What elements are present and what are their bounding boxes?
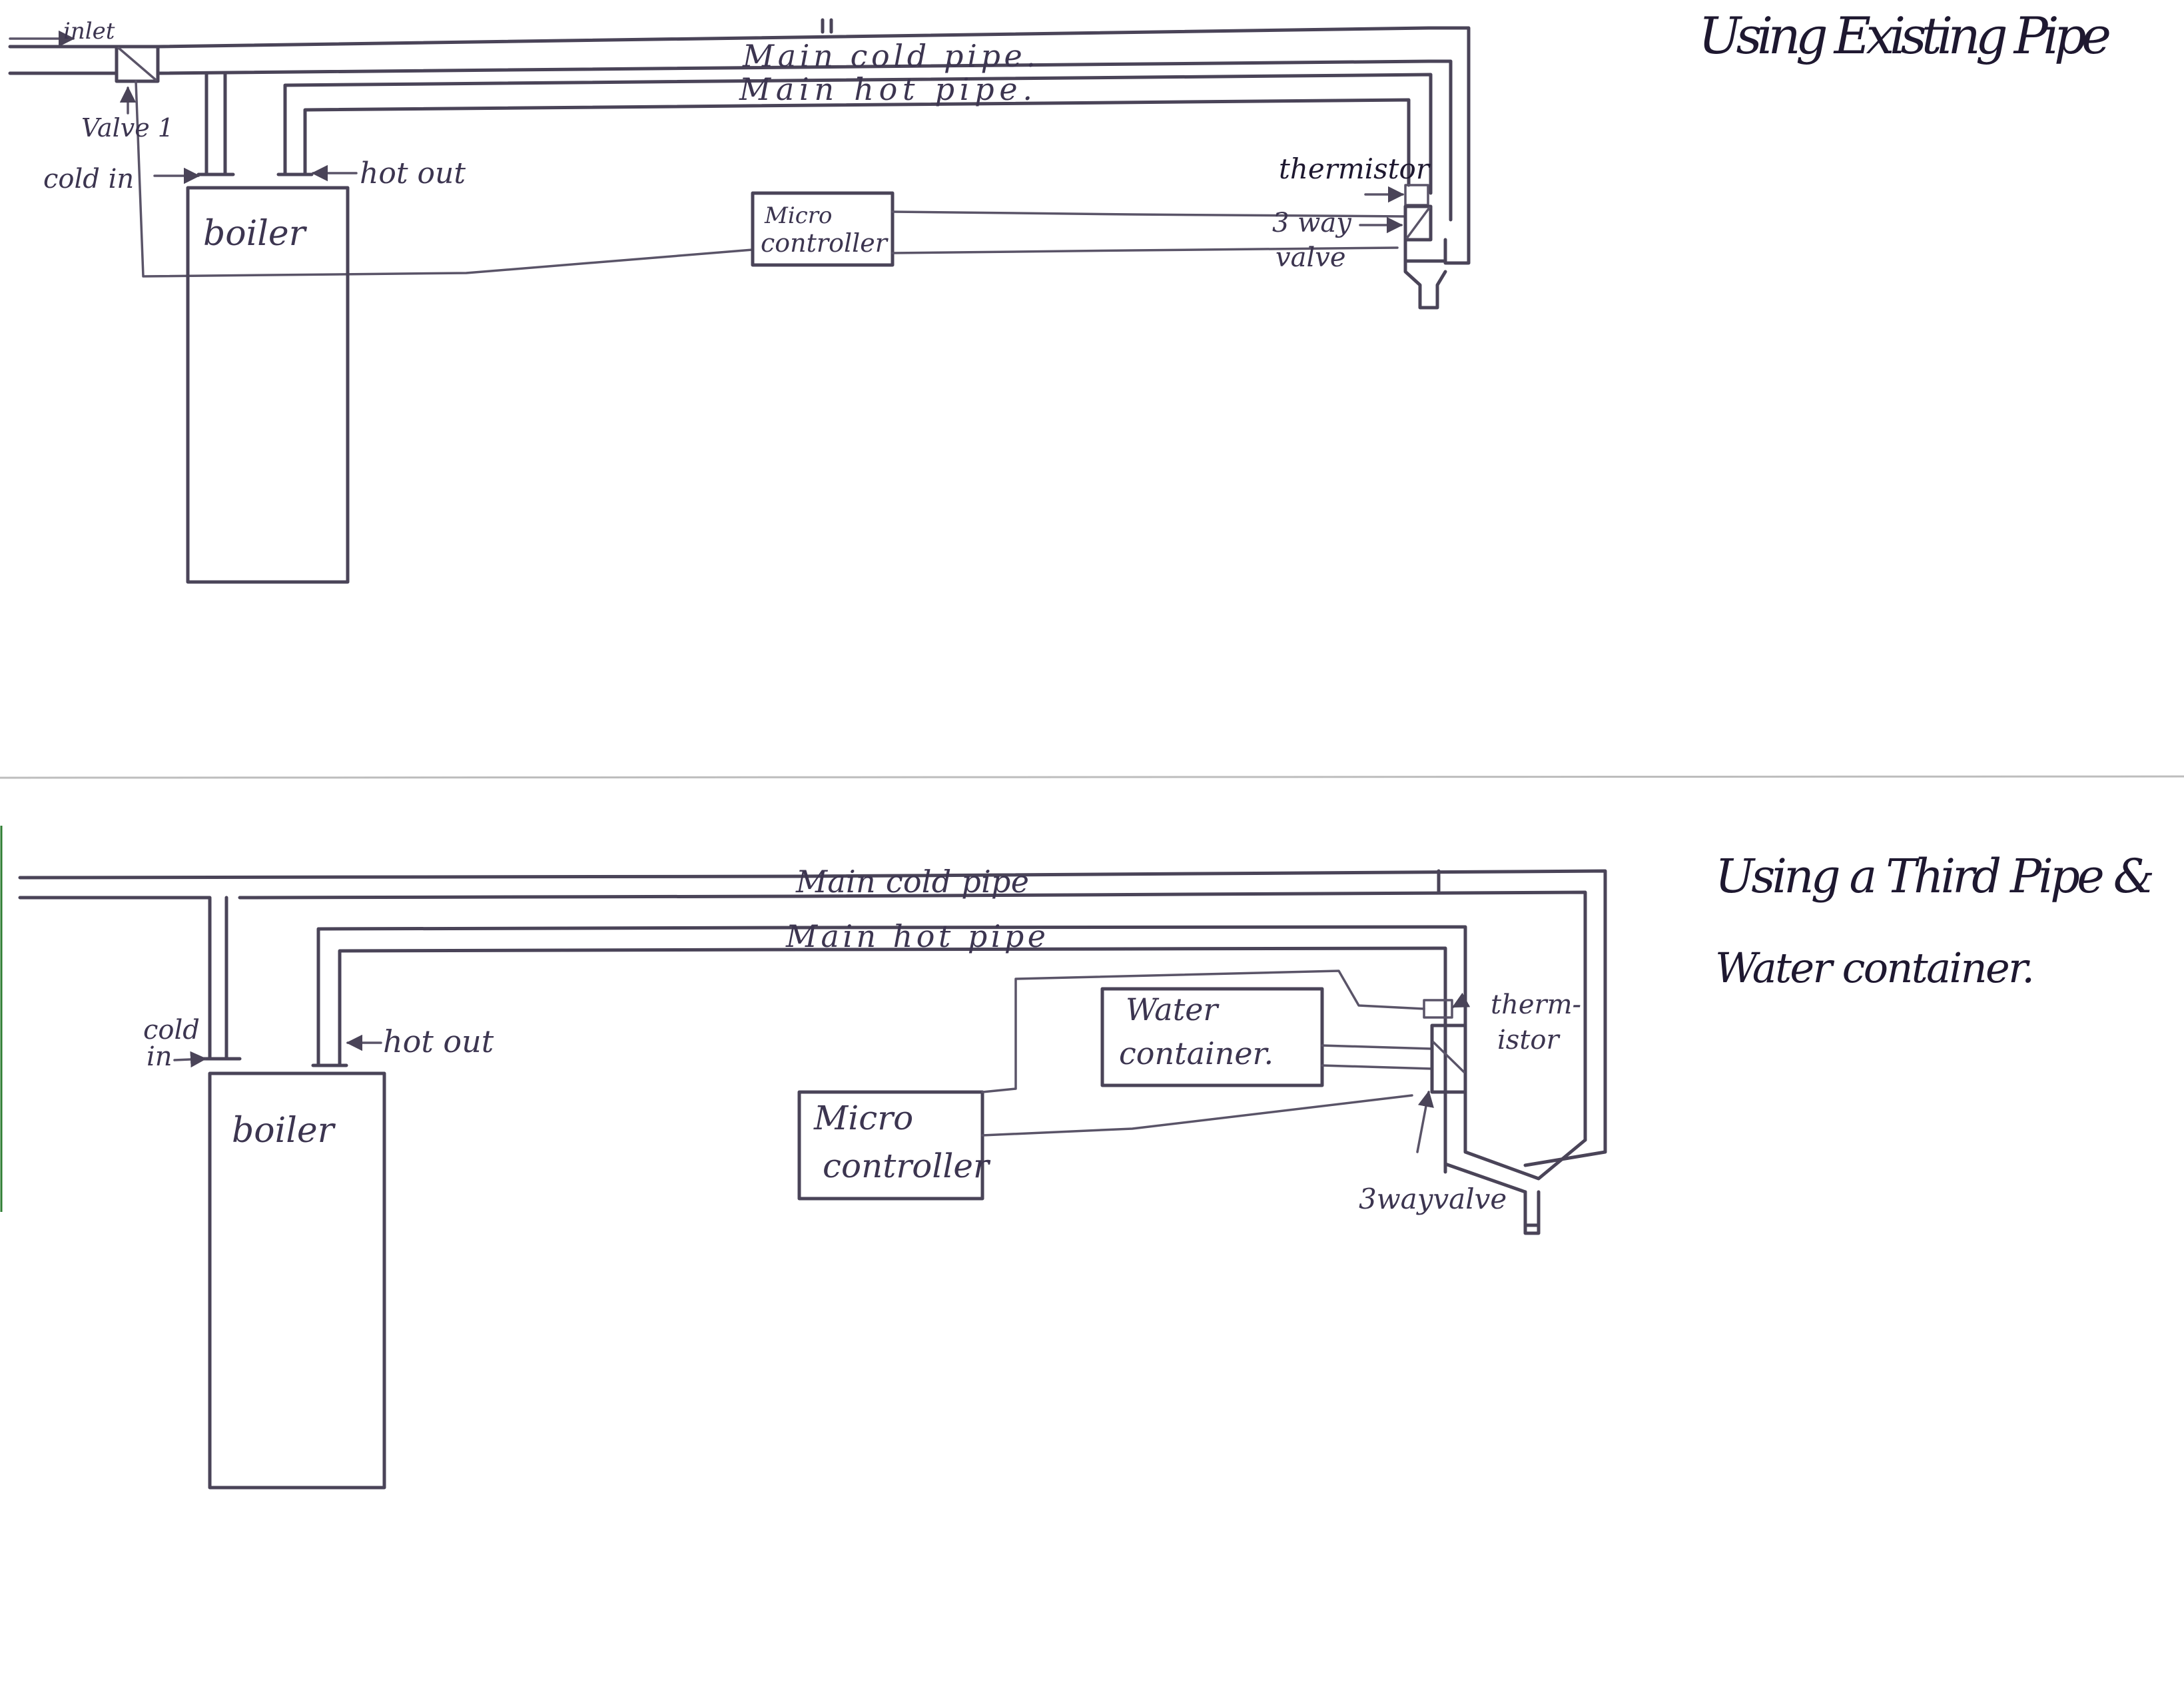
- bottom-title-1: Using a Third Pipe &: [1715, 849, 2155, 904]
- top-inlet-label: inlet: [63, 18, 115, 45]
- top-hot-out-label: hot out: [360, 156, 466, 190]
- bottom-three-way-label: 3wayvalve: [1359, 1183, 1507, 1215]
- bottom-water-label-2: container.: [1119, 1035, 1274, 1071]
- top-thermistor: [1365, 185, 1428, 205]
- top-cold-in-label: cold in: [43, 164, 134, 194]
- top-main-cold-pipe-label: Main cold pipe.: [742, 38, 1036, 74]
- bottom-cold-label-2: in: [147, 1041, 173, 1072]
- bottom-water-label-1: Water: [1126, 992, 1220, 1027]
- top-micro-label-1: Micro: [764, 202, 832, 229]
- bottom-therm-label-1: therm-: [1491, 990, 1581, 1020]
- top-diagram: inlet Valve 1 cold in hot out Main cold …: [10, 6, 2111, 582]
- bottom-control-wire-lower: [982, 1095, 1412, 1135]
- bottom-micro-label-2: controller: [823, 1147, 991, 1185]
- top-outlet: [1405, 240, 1445, 308]
- bottom-third-pipe-lower: [1322, 1065, 1432, 1069]
- bottom-thermistor: [1424, 1000, 1462, 1017]
- top-three-way-label-1: 3 way: [1272, 208, 1352, 238]
- top-micro-label-2: controller: [761, 228, 889, 258]
- top-boiler-label: boiler: [203, 214, 308, 254]
- section-divider: [0, 776, 2184, 778]
- top-main-hot-pipe-label: Main hot pipe.: [739, 71, 1032, 107]
- bottom-title-2: Water container.: [1715, 944, 2035, 992]
- bottom-therm-label-2: istor: [1497, 1025, 1561, 1055]
- bottom-main-cold-pipe-label: Main cold pipe: [795, 864, 1029, 900]
- bottom-diagram: Main cold pipe Main hot pipe cold in hot…: [20, 849, 2155, 1488]
- bottom-boiler-label: boiler: [232, 1111, 336, 1151]
- top-thermistor-label: thermistor: [1279, 152, 1431, 185]
- top-three-way-valve: [1360, 206, 1431, 240]
- bottom-micro-label-1: Micro: [813, 1099, 913, 1137]
- bottom-three-way-valve: [1417, 1025, 1465, 1152]
- bottom-third-pipe-upper: [1322, 1045, 1432, 1049]
- top-three-way-label-2: valve: [1275, 242, 1346, 273]
- top-title: Using Existing Pipe: [1698, 6, 2111, 65]
- top-valve-1-label: Valve 1: [81, 113, 174, 142]
- bottom-hot-out-label: hot out: [383, 1023, 494, 1059]
